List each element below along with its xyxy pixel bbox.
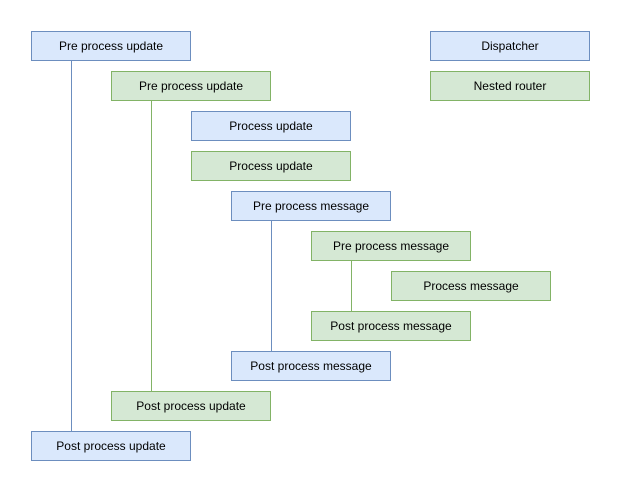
connector-line-dispatcher: [271, 221, 272, 351]
node-pre-process-update: Pre process update: [111, 71, 271, 101]
legend-dispatcher: Dispatcher: [430, 31, 590, 61]
node-label: Post process update: [136, 399, 246, 413]
node-label: Post process update: [56, 439, 166, 453]
legend-label: Dispatcher: [481, 39, 539, 53]
node-pre-process-message: Pre process message: [231, 191, 391, 221]
node-post-process-message: Post process message: [231, 351, 391, 381]
node-label: Pre process update: [138, 79, 244, 93]
node-label: Process message: [423, 279, 519, 293]
node-label: Process update: [229, 159, 313, 173]
node-process-update: Process update: [191, 111, 351, 141]
node-pre-process-message: Pre process message: [311, 231, 471, 261]
node-post-process-update: Post process update: [31, 431, 191, 461]
connector-line-dispatcher: [71, 61, 72, 431]
connector-line-nested-router: [351, 261, 352, 311]
node-post-process-update: Post process update: [111, 391, 271, 421]
node-process-message: Process message: [391, 271, 551, 301]
node-label: Post process message: [330, 319, 452, 333]
node-label: Pre process message: [332, 239, 450, 253]
node-process-update: Process update: [191, 151, 351, 181]
node-label: Post process message: [250, 359, 372, 373]
node-label: Pre process message: [252, 199, 370, 213]
connector-line-nested-router: [151, 101, 152, 391]
legend-label: Nested router: [473, 79, 547, 93]
node-label: Process update: [229, 119, 313, 133]
legend-nested-router: Nested router: [430, 71, 590, 101]
node-pre-process-update: Pre process update: [31, 31, 191, 61]
node-post-process-message: Post process message: [311, 311, 471, 341]
node-label: Pre process update: [58, 39, 164, 53]
